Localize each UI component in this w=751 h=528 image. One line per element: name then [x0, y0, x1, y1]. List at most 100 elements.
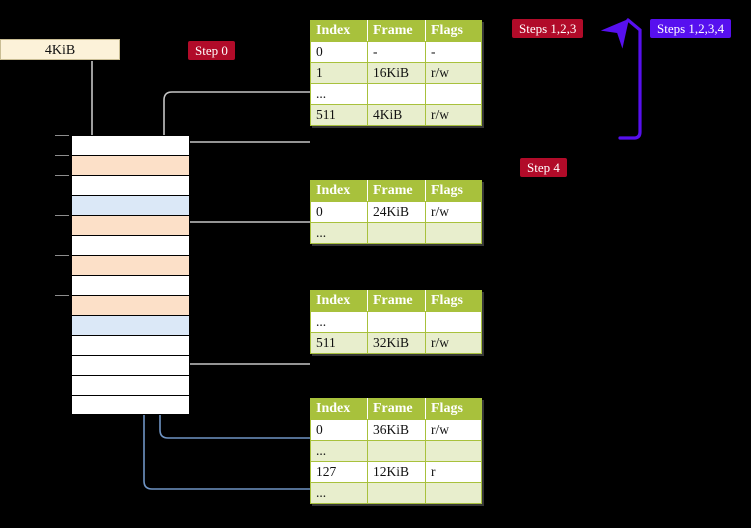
table-cell-flags: [425, 482, 482, 504]
column-header-index: Index: [310, 20, 368, 42]
table-cell-index: ...: [310, 311, 368, 333]
table-cell-flags: [425, 222, 482, 244]
memory-frame-row: [71, 355, 190, 375]
size-box: 4KiB: [0, 39, 120, 60]
table-cell-index: 0: [310, 201, 368, 223]
memory-frame-row: [71, 255, 190, 275]
column-header-frame: Frame: [367, 398, 426, 420]
table-cell-frame: 32KiB: [367, 332, 426, 354]
steps-123-badge: Steps 1,2,3: [512, 19, 584, 38]
memory-frame-row: [71, 275, 190, 295]
column-header-frame: Frame: [367, 20, 426, 42]
table-header-row: Index Frame Flags: [310, 290, 482, 312]
table-cell-frame: [367, 440, 426, 462]
table-cell-index: 1: [310, 62, 368, 84]
table-cell-frame: [367, 311, 426, 333]
table-cell-index: 0: [310, 419, 368, 441]
memory-frame-row: [71, 135, 190, 155]
table-cell-index: ...: [310, 222, 368, 244]
memory-frame-row: [71, 395, 190, 415]
table-row: ...: [310, 482, 482, 504]
table-cell-frame: 24KiB: [367, 201, 426, 223]
table-cell-frame: [367, 222, 426, 244]
table-cell-flags: -: [425, 41, 482, 63]
column-header-frame: Frame: [367, 290, 426, 312]
step-4-badge: Step 4: [520, 158, 567, 177]
table-row: ...: [310, 83, 482, 105]
table-cell-frame: [367, 83, 426, 105]
table-header-row: Index Frame Flags: [310, 180, 482, 202]
memory-frame-row: [71, 175, 190, 195]
memory-tick-mark: [55, 215, 69, 216]
column-header-flags: Flags: [425, 20, 482, 42]
table-cell-frame: 36KiB: [367, 419, 426, 441]
memory-frame-row: [71, 315, 190, 335]
table-cell-frame: 4KiB: [367, 104, 426, 126]
table-row: 0--: [310, 41, 482, 63]
table-cell-flags: r: [425, 461, 482, 483]
table-cell-flags: [425, 311, 482, 333]
memory-frame-row: [71, 295, 190, 315]
table-cell-index: ...: [310, 482, 368, 504]
steps-1234-badge: Steps 1,2,3,4: [650, 19, 732, 38]
memory-tick-mark: [55, 135, 69, 136]
memory-tick-mark: [55, 295, 69, 296]
table-cell-frame: 12KiB: [367, 461, 426, 483]
table-row: ...: [310, 440, 482, 462]
table-cell-flags: r/w: [425, 201, 482, 223]
column-header-flags: Flags: [425, 398, 482, 420]
table-cell-flags: r/w: [425, 419, 482, 441]
table-cell-frame: 16KiB: [367, 62, 426, 84]
memory-column: [55, 135, 190, 415]
table-cell-flags: r/w: [425, 332, 482, 354]
table-cell-index: 511: [310, 104, 368, 126]
memory-frame-row: [71, 195, 190, 215]
column-header-index: Index: [310, 180, 368, 202]
memory-frame-row: [71, 335, 190, 355]
table-cell-frame: [367, 482, 426, 504]
column-header-frame: Frame: [367, 180, 426, 202]
memory-frame-row: [71, 235, 190, 255]
table-cell-frame: -: [367, 41, 426, 63]
connector-pdpt-0: [174, 221, 310, 260]
table-cell-flags: r/w: [425, 62, 482, 84]
column-header-flags: Flags: [425, 290, 482, 312]
memory-tick-mark: [55, 175, 69, 176]
table-row: ...: [310, 222, 482, 244]
table-row: ...: [310, 311, 482, 333]
step-0-badge: Step 0: [188, 41, 235, 60]
table-cell-index: 0: [310, 41, 368, 63]
purple-loop-arrow: [600, 18, 642, 140]
table-header-row: Index Frame Flags: [310, 398, 482, 420]
memory-tick-mark: [55, 155, 69, 156]
memory-tick-mark: [55, 255, 69, 256]
table-cell-flags: [425, 440, 482, 462]
table-cell-index: ...: [310, 83, 368, 105]
table-cell-flags: r/w: [425, 104, 482, 126]
column-header-index: Index: [310, 398, 368, 420]
table-cell-index: 511: [310, 332, 368, 354]
connector-pd-511: [170, 307, 310, 365]
column-header-index: Index: [310, 290, 368, 312]
table-cell-index: 127: [310, 461, 368, 483]
memory-frame-row: [71, 375, 190, 395]
column-header-flags: Flags: [425, 180, 482, 202]
memory-frame-row: [71, 155, 190, 175]
table-header-row: Index Frame Flags: [310, 20, 482, 42]
memory-frame-row: [71, 215, 190, 235]
table-cell-flags: [425, 83, 482, 105]
